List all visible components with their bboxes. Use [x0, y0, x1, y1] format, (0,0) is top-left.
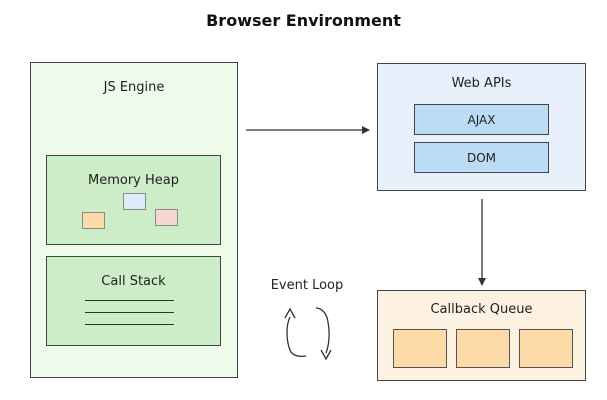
web-apis-label: Web APIs — [451, 76, 512, 91]
diagram-title: Browser Environment — [206, 11, 401, 30]
callback-queue-label: Callback Queue — [430, 302, 533, 317]
call-stack-frame-line — [85, 324, 174, 325]
memory-heap-box: Memory Heap — [46, 155, 221, 245]
callback-queue-item — [519, 329, 573, 368]
callback-queue-item — [393, 329, 447, 368]
call-stack-frame-line — [85, 312, 174, 313]
heap-block-blue — [123, 193, 146, 210]
event-loop-label: Event Loop — [270, 278, 344, 293]
callback-queue-item — [456, 329, 510, 368]
call-stack-box: Call Stack — [46, 256, 221, 346]
web-api-ajax: AJAX — [414, 104, 549, 135]
call-stack-label: Call Stack — [101, 274, 166, 289]
event-loop-cycle-icon — [284, 307, 332, 361]
call-stack-frame-line — [85, 300, 174, 301]
memory-heap-label: Memory Heap — [88, 173, 179, 188]
heap-block-pink — [155, 209, 178, 226]
callback-queue-box: Callback Queue — [377, 290, 586, 381]
heap-block-orange — [82, 212, 105, 229]
web-api-dom: DOM — [414, 142, 549, 173]
js-engine-label: JS Engine — [103, 80, 165, 95]
